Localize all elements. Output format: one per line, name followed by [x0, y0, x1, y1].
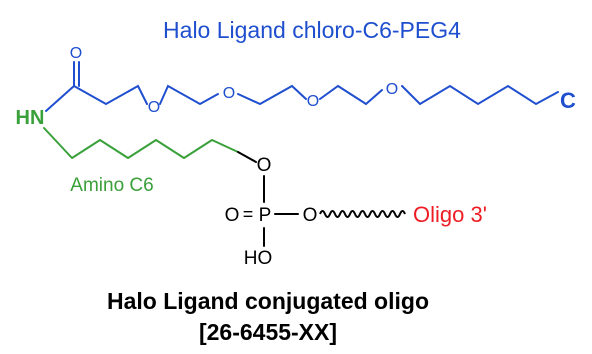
- amino-c6-linker-bonds: [43, 127, 239, 159]
- peg-linker-bonds: [45, 61, 559, 112]
- phosphate-ester-oxygen: O: [303, 205, 318, 226]
- amide-nh-label: HN: [16, 107, 45, 129]
- amino-c6-label: Amino C6: [70, 175, 153, 196]
- compound-name: Halo Ligand conjugated oligo: [107, 288, 429, 314]
- phosphate-double-oxygen: O: [225, 205, 240, 226]
- phosphate-double-bond: =: [243, 204, 254, 224]
- phosphate-bonds: [237, 151, 299, 247]
- wavy-bond-to-oligo: [319, 210, 406, 218]
- chloro-terminal-label: C: [560, 88, 576, 113]
- catalog-number: [26-6455-XX]: [199, 319, 337, 345]
- phosphate-bridge-oxygen: O: [257, 155, 272, 176]
- phosphorus-atom: P: [259, 205, 272, 226]
- oligo-3prime-label: Oligo 3': [413, 202, 487, 227]
- peg-oxygen-2: O: [223, 85, 235, 102]
- phosphate-hydroxyl: HO: [244, 248, 273, 269]
- peg-oxygen-3: O: [307, 93, 319, 110]
- peg-oxygen-1: O: [148, 99, 160, 116]
- diagram-title: Halo Ligand chloro-C6-PEG4: [163, 17, 461, 43]
- carbonyl-oxygen-label: O: [70, 45, 82, 62]
- peg-oxygen-4: O: [386, 81, 398, 98]
